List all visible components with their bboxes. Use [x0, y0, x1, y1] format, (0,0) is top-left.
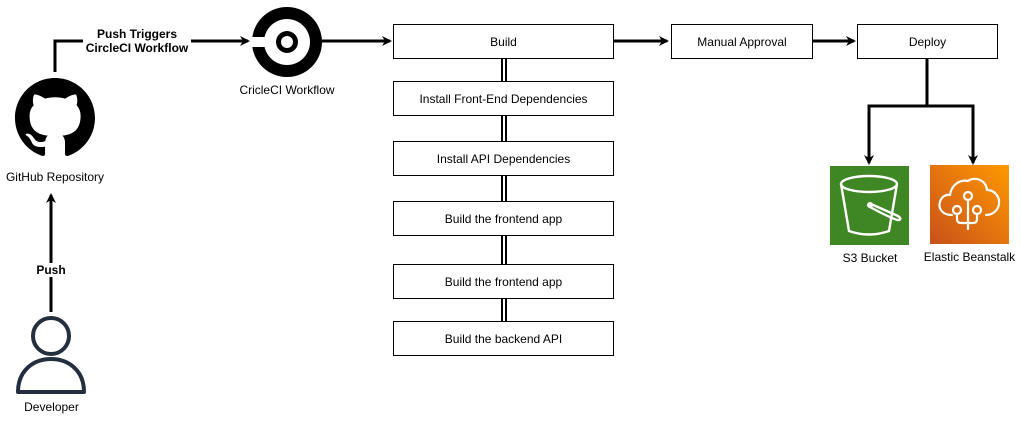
build-step-build-frontend-2[interactable]: Build the frontend app [393, 264, 614, 299]
build-step-install-frontend[interactable]: Install Front-End Dependencies [393, 81, 614, 116]
edge-label-push-triggers-line1: Push Triggers [96, 27, 178, 41]
github-icon [15, 78, 95, 158]
build-step-install-api[interactable]: Install API Dependencies [393, 141, 614, 176]
build-step-connectors [501, 59, 507, 321]
build-box[interactable]: Build [393, 24, 614, 59]
build-step-build-backend[interactable]: Build the backend API [393, 321, 614, 356]
edge-label-push-triggers-line2: CircleCI Workflow [85, 41, 189, 55]
github-label: GitHub Repository [5, 170, 105, 184]
circleci-icon [251, 6, 323, 78]
elastic-beanstalk-icon [930, 165, 1009, 244]
edge-label-push-triggers: Push Triggers CircleCI Workflow [83, 27, 191, 55]
manual-approval-box[interactable]: Manual Approval [671, 24, 813, 59]
s3-bucket-icon [830, 166, 909, 245]
s3-label: S3 Bucket [842, 251, 898, 265]
developer-label: Developer [24, 400, 79, 414]
beanstalk-label: Elastic Beanstalk [923, 250, 1016, 264]
edge-deploy-to-s3 [864, 59, 929, 165]
build-step-build-frontend-1[interactable]: Build the frontend app [393, 201, 614, 236]
user-icon [14, 315, 88, 395]
deploy-box[interactable]: Deploy [857, 24, 998, 59]
circleci-label: CricleCI Workflow [239, 83, 335, 97]
edge-label-push: Push [30, 263, 72, 277]
edge-deploy-to-beanstalk [927, 104, 978, 165]
